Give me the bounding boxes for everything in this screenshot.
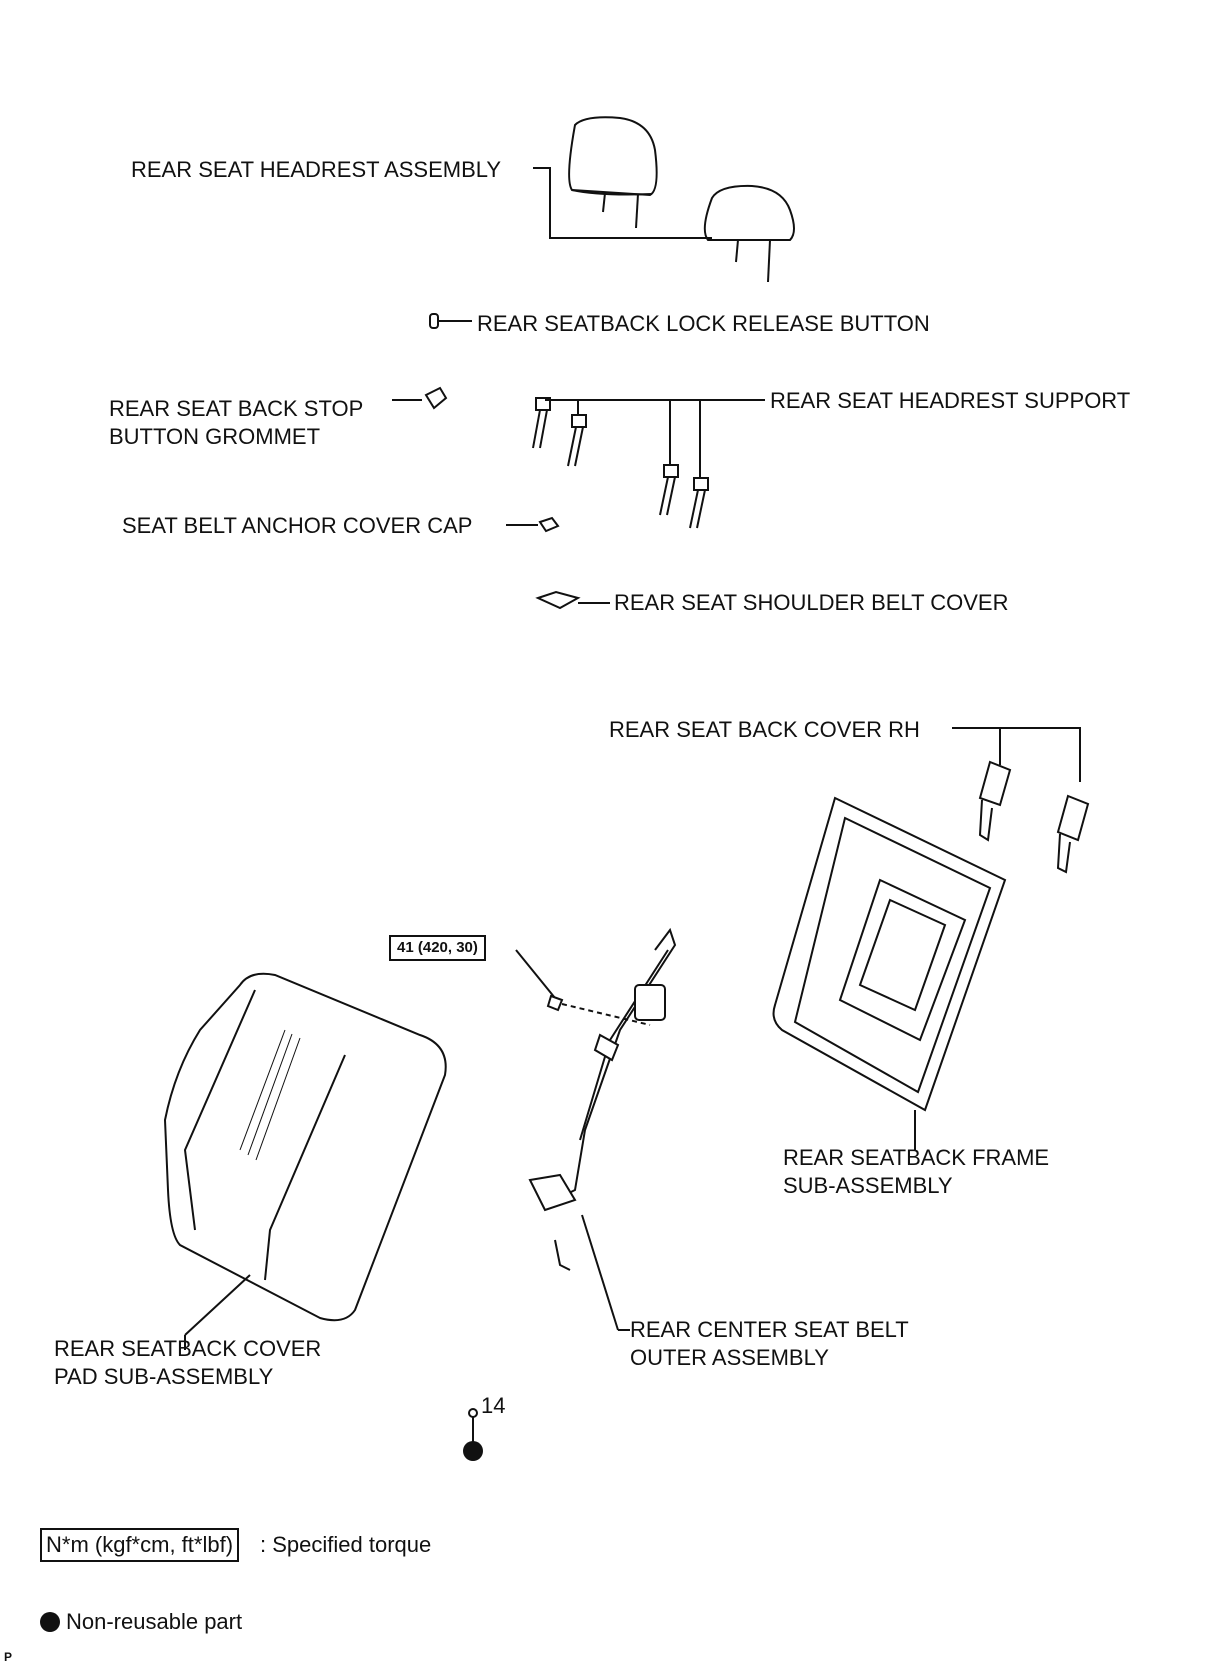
label-stop-grommet-2: BUTTON GROMMET xyxy=(109,424,321,449)
headrest-left xyxy=(568,116,658,229)
seatback-pad xyxy=(163,972,447,1350)
nonreusable-mark-icon xyxy=(463,1441,483,1461)
back-cover-rh-2 xyxy=(1056,794,1090,874)
label-belt-2: OUTER ASSEMBLY xyxy=(630,1345,829,1370)
label-stop-grommet-1: REAR SEAT BACK STOP xyxy=(109,396,364,421)
legend-nonreusable-icon xyxy=(40,1612,60,1632)
seatback-frame xyxy=(772,796,1007,1150)
label-frame-1: REAR SEATBACK FRAME xyxy=(783,1145,1050,1170)
support-4 xyxy=(689,477,709,529)
label-headrest-support: REAR SEAT HEADREST SUPPORT xyxy=(770,388,1131,413)
label-belt-1: REAR CENTER SEAT BELT xyxy=(630,1317,909,1342)
torque-spec-box: 41 (420, 30) xyxy=(389,935,486,961)
seat-belt xyxy=(528,927,677,1331)
legend-torque-text: : Specified torque xyxy=(260,1532,432,1557)
headrest-right xyxy=(703,184,795,283)
footer-mark: P xyxy=(4,1650,13,1664)
label-hog-ring-count: 14 xyxy=(481,1393,506,1418)
legend-nonreusable-text: Non-reusable part xyxy=(66,1609,243,1634)
label-pad-2: PAD SUB-ASSEMBLY xyxy=(54,1364,274,1389)
label-frame-2: SUB-ASSEMBLY xyxy=(783,1173,953,1198)
support-1 xyxy=(532,397,551,449)
support-3 xyxy=(659,464,679,516)
label-lock-release: REAR SEATBACK LOCK RELEASE BUTTON xyxy=(477,311,930,336)
support-2 xyxy=(567,414,587,467)
label-shoulder-cover: REAR SEAT SHOULDER BELT COVER xyxy=(614,590,1009,615)
label-back-cover-rh: REAR SEAT BACK COVER RH xyxy=(609,717,920,742)
legend-torque-box: N*m (kgf*cm, ft*lbf) xyxy=(40,1528,240,1562)
label-pad-1: REAR SEATBACK COVER xyxy=(54,1336,322,1361)
label-anchor-cap: SEAT BELT ANCHOR COVER CAP xyxy=(122,513,473,538)
back-cover-rh-1 xyxy=(978,760,1012,842)
label-headrest: REAR SEAT HEADREST ASSEMBLY xyxy=(131,157,502,182)
